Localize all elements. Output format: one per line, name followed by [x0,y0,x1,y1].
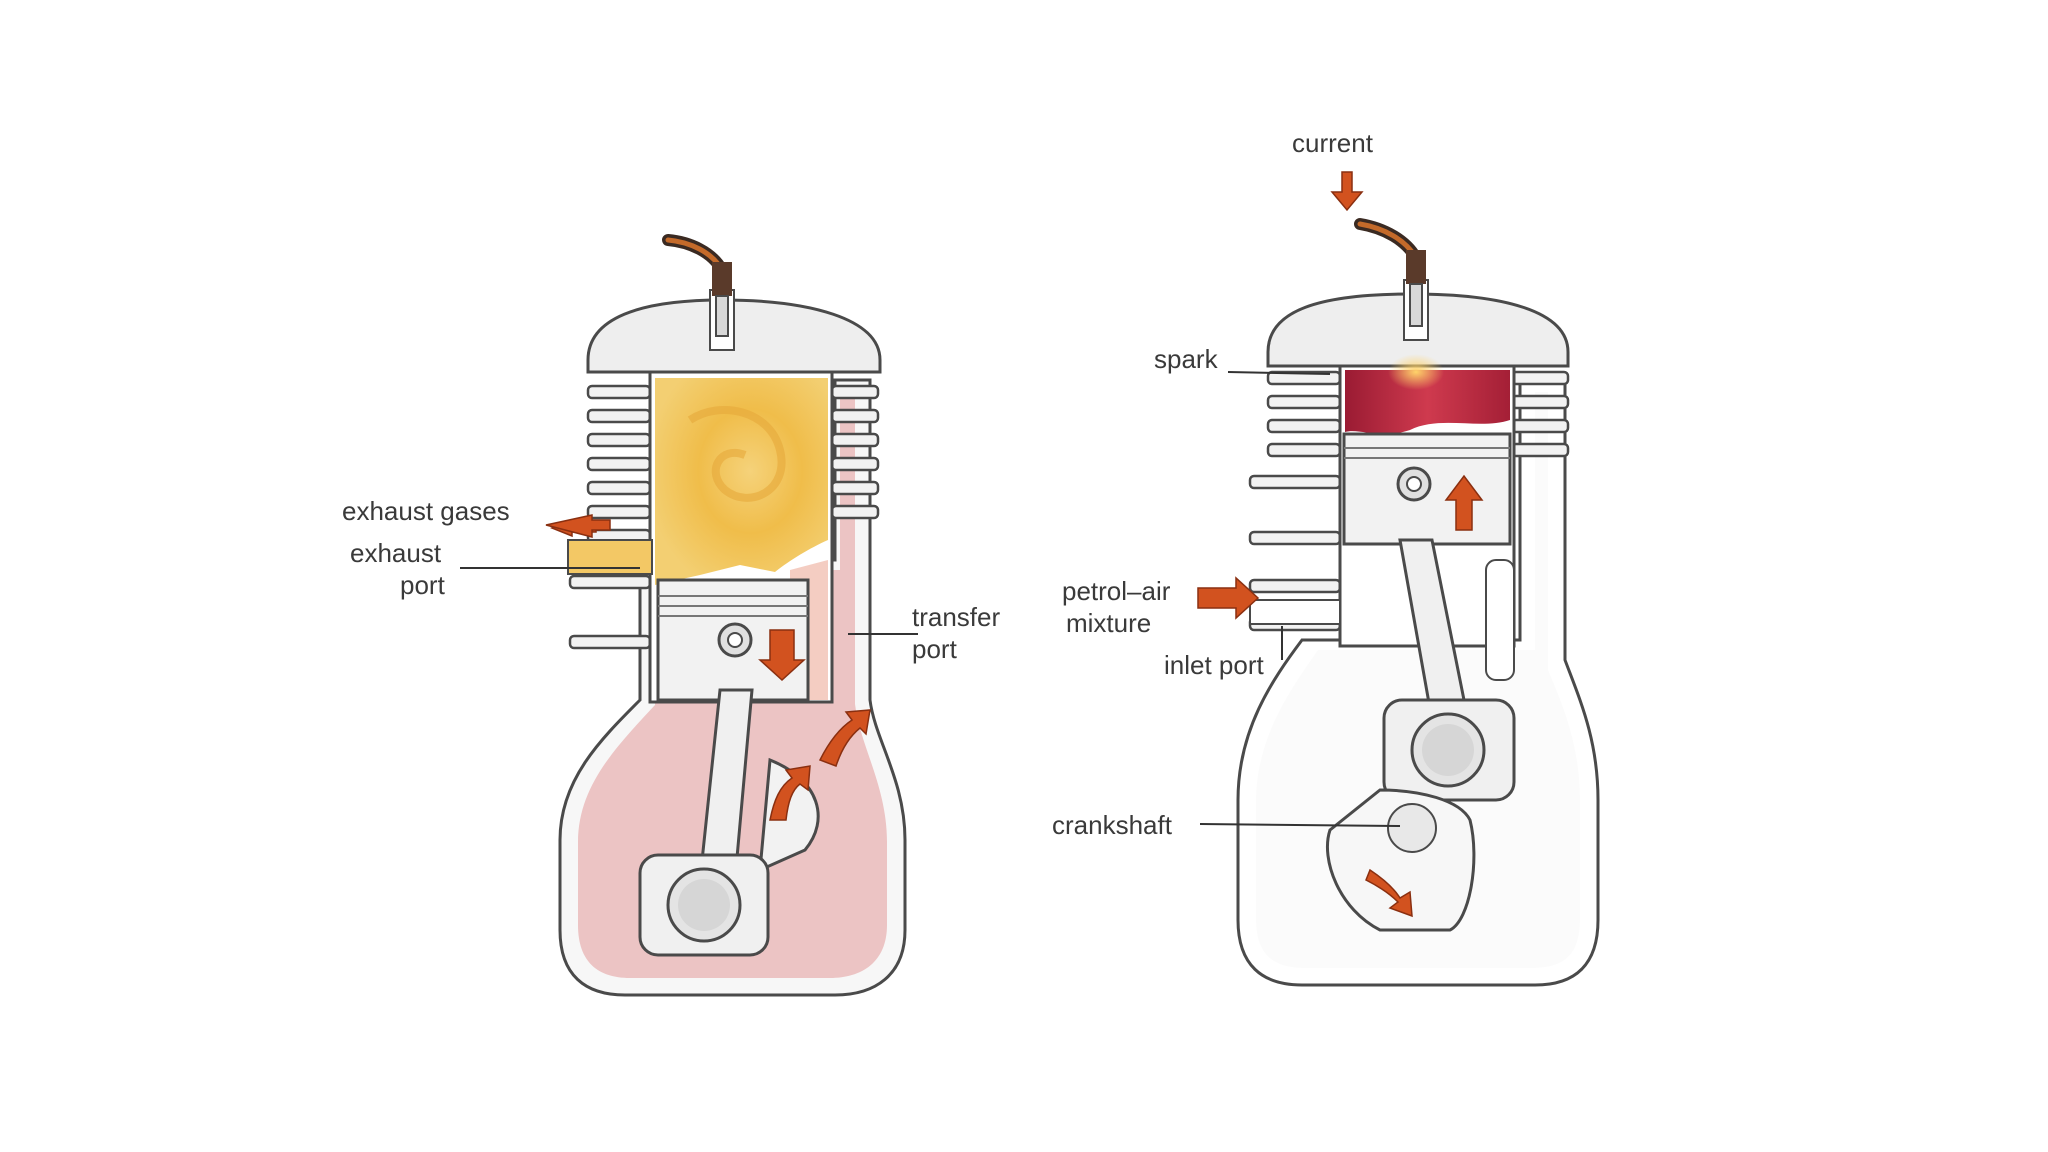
label-inlet-port: inlet port [1164,650,1264,680]
left-exhaust-gas-cloud [655,378,828,585]
left-engine-exhaust-stroke: exhaust gases exhaust port transfer port [342,234,1000,997]
left-spark-plug-icon [662,234,732,337]
label-petrol-air-line1: petrol–air [1062,576,1171,606]
left-exhaust-arrow-icon [545,514,611,538]
right-spark-plug-icon [1354,218,1426,327]
label-transfer-port-line1: transfer [912,602,1000,632]
label-exhaust-port-line1: exhaust [350,538,442,568]
right-inlet-port [1249,599,1341,625]
label-petrol-air-line2: mixture [1066,608,1151,638]
label-current: current [1292,128,1374,158]
right-cooling-fins-left [1248,370,1342,632]
right-big-end [1382,698,1516,802]
label-spark: spark [1154,344,1219,374]
right-piston [1342,432,1512,546]
label-crankshaft: crankshaft [1052,810,1173,840]
label-transfer-port-line2: port [912,634,958,664]
left-orange-arrow-icon [549,518,871,821]
label-exhaust-gases: exhaust gases [342,496,510,526]
label-exhaust-port-line2: port [400,570,446,600]
right-engine-ignition-stroke: current spark petrol–air mixture inlet p… [1052,128,1600,987]
right-orange-arrow-icon [1197,171,1484,918]
right-combustion-charge [1345,370,1510,435]
left-big-end [638,853,770,957]
